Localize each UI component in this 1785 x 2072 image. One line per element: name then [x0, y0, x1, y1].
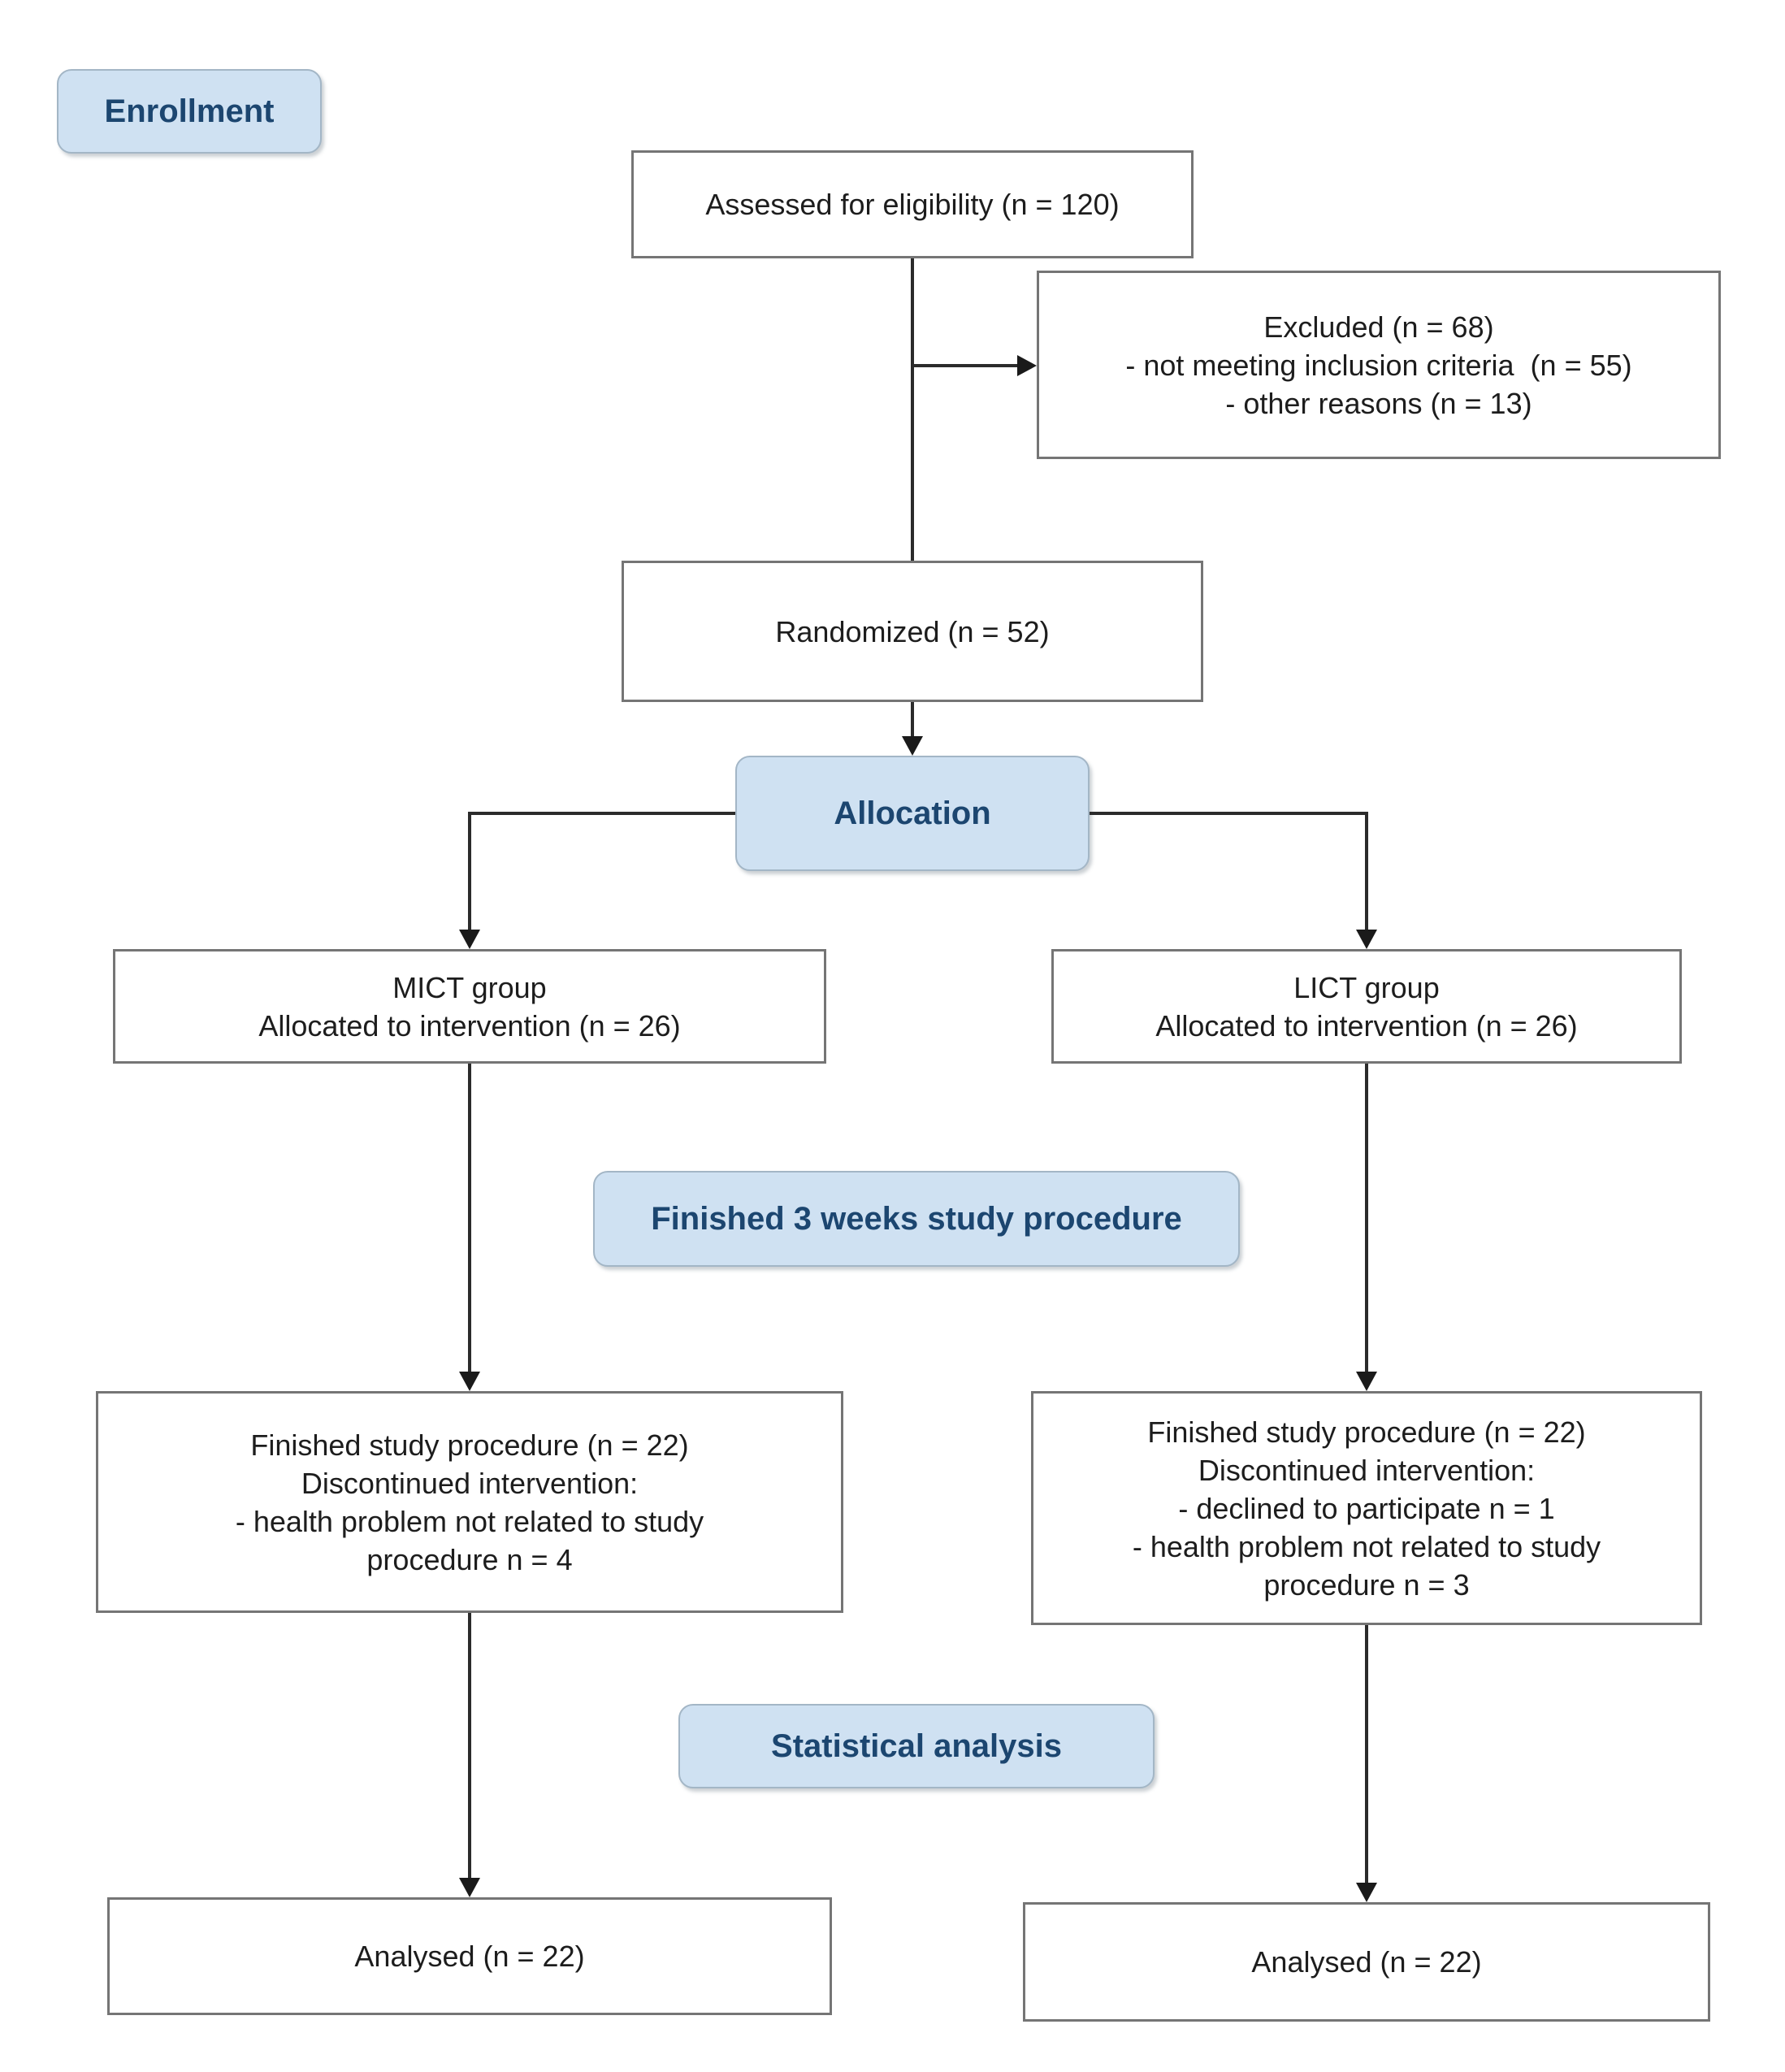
stage-badge-statistical-analysis: Statistical analysis: [678, 1704, 1155, 1788]
box-mict-allocated: MICT group Allocated to intervention (n …: [113, 949, 826, 1064]
connector-lict-to-analysed: [1365, 1625, 1368, 1883]
lict-discontinued-reason-declined: - declined to participate n = 1: [1178, 1491, 1555, 1525]
mict-allocated-text: Allocated to intervention (n = 26): [258, 1008, 681, 1043]
box-mict-analysed: Analysed (n = 22): [107, 1897, 832, 2015]
connector-lict-to-finished: [1365, 1064, 1368, 1372]
box-excluded: Excluded (n = 68) - not meeting inclusio…: [1037, 271, 1721, 459]
lict-discontinued-reason-health: - health problem not related to study: [1132, 1529, 1601, 1563]
lict-finished-title: Finished study procedure (n = 22): [1147, 1415, 1586, 1449]
arrowhead-into-allocation: [902, 736, 923, 756]
arrowhead-into-mict-analysed: [459, 1878, 480, 1897]
box-assessed-for-eligibility: Assessed for eligibility (n = 120): [631, 150, 1194, 258]
arrowhead-into-lict-analysed: [1356, 1883, 1377, 1902]
stage-badge-enrollment: Enrollment: [57, 69, 322, 154]
box-mict-finished-procedure: Finished study procedure (n = 22) Discon…: [96, 1391, 843, 1613]
stage-badge-allocation: Allocation: [735, 756, 1090, 871]
stage-label-statistical-analysis: Statistical analysis: [771, 1727, 1062, 1764]
stage-badge-followup: Finished 3 weeks study procedure: [593, 1171, 1240, 1267]
arrowhead-into-mict: [459, 930, 480, 949]
box-randomized: Randomized (n = 52): [622, 561, 1203, 702]
connector-assessed-to-randomized: [911, 258, 914, 561]
connector-allocation-right-branch: [1090, 812, 1367, 815]
connector-randomized-to-allocation: [911, 702, 914, 736]
arrowhead-into-mict-finished: [459, 1372, 480, 1391]
lict-group-title: LICT group: [1293, 970, 1440, 1004]
mict-discontinued-reason: - health problem not related to study: [235, 1504, 704, 1538]
lict-allocated-text: Allocated to intervention (n = 26): [1155, 1008, 1578, 1043]
excluded-reason-other: - other reasons (n = 13): [1225, 386, 1532, 420]
box-lict-analysed: Analysed (n = 22): [1023, 1902, 1710, 2022]
connector-branch-to-excluded: [912, 364, 1017, 367]
arrowhead-into-lict: [1356, 930, 1377, 949]
mict-discontinued-reason-cont: procedure n = 4: [366, 1542, 573, 1576]
mict-group-title: MICT group: [392, 970, 547, 1004]
lict-analysed-text: Analysed (n = 22): [1251, 1945, 1482, 1979]
connector-mict-to-analysed: [468, 1613, 471, 1878]
box-lict-allocated: LICT group Allocated to intervention (n …: [1051, 949, 1682, 1064]
lict-discontinued-title: Discontinued intervention:: [1198, 1453, 1536, 1487]
stage-label-followup: Finished 3 weeks study procedure: [651, 1200, 1182, 1237]
mict-analysed-text: Analysed (n = 22): [354, 1940, 585, 1973]
box-lict-finished-procedure: Finished study procedure (n = 22) Discon…: [1031, 1391, 1702, 1625]
randomized-text: Randomized (n = 52): [775, 614, 1050, 648]
arrowhead-into-excluded: [1017, 355, 1037, 376]
mict-finished-title: Finished study procedure (n = 22): [250, 1428, 689, 1462]
connector-mict-to-finished: [468, 1064, 471, 1372]
assessed-text: Assessed for eligibility (n = 120): [705, 188, 1120, 221]
connector-allocation-left-branch: [470, 812, 735, 815]
stage-label-allocation: Allocation: [834, 795, 991, 831]
stage-label-enrollment: Enrollment: [104, 93, 275, 129]
arrowhead-into-lict-finished: [1356, 1372, 1377, 1391]
excluded-reason-inclusion-criteria: - not meeting inclusion criteria (n = 55…: [1125, 348, 1632, 382]
connector-left-branch-to-mict: [468, 812, 471, 930]
lict-discontinued-reason-cont: procedure n = 3: [1263, 1567, 1470, 1602]
mict-discontinued-title: Discontinued intervention:: [301, 1466, 639, 1500]
excluded-title: Excluded (n = 68): [1263, 310, 1494, 344]
connector-right-branch-to-lict: [1365, 812, 1368, 930]
